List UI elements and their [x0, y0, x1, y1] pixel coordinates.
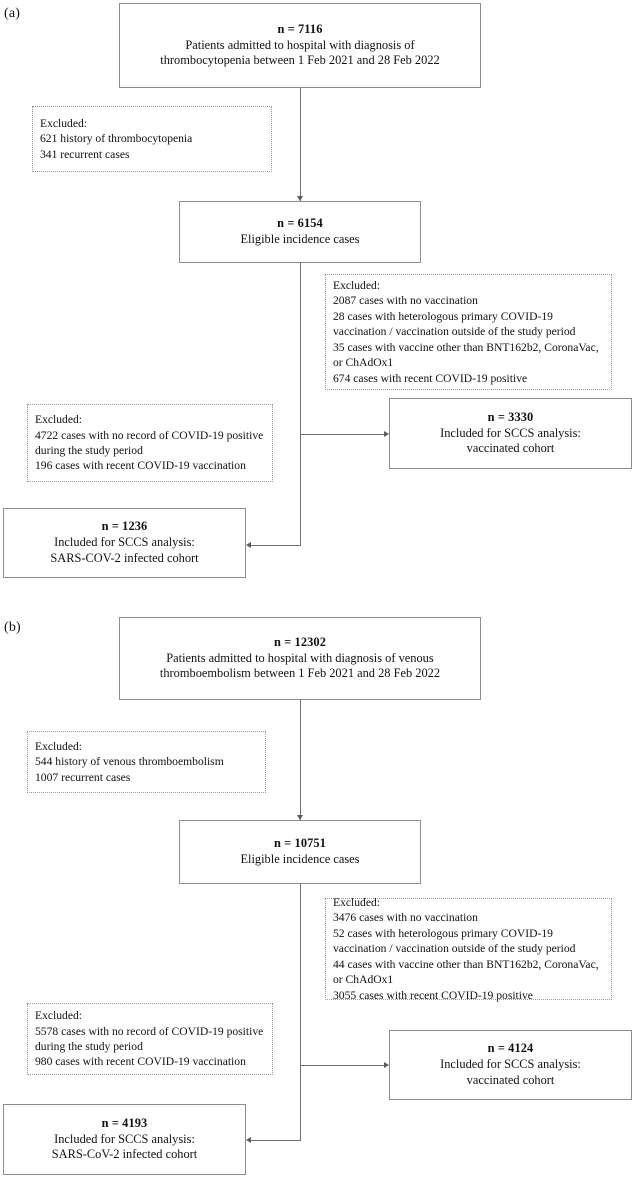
panel-b-connector-trunk	[300, 884, 301, 1140]
panel-b-exclusion-vaccination-line-4: 3055 cases with recent COVID-19 positive	[333, 988, 533, 1002]
panel-a-vaccinated-cohort-box: n = 3330 Included for SCCS analysis: vac…	[389, 398, 632, 469]
panel-b-exclusion-history-heading: Excluded:	[35, 739, 83, 753]
panel-b-arrowhead-vaccinated	[384, 1062, 389, 1068]
panel-b-connector-to-vaccinated	[300, 1065, 385, 1066]
panel-a-arrowhead-eligible	[297, 196, 303, 201]
panel-a-exclusion-vaccination-line-2: 28 cases with heterologous primary COVID…	[333, 309, 576, 339]
panel-a-eligible-cases-box: n = 6154 Eligible incidence cases	[179, 201, 421, 263]
panel-b-infected-count: n = 4193	[101, 1115, 148, 1130]
panel-b-source-population-box: n = 12302 Patients admitted to hospital …	[119, 617, 481, 700]
panel-a-vaccinated-desc-1: Included for SCCS analysis:	[440, 425, 581, 440]
panel-a-exclusion-history-box: Excluded: 621 history of thrombocytopeni…	[32, 106, 272, 172]
panel-a-source-desc-2: thrombocytopenia between 1 Feb 2021 and …	[160, 53, 440, 68]
panel-b-infected-desc-2: SARS-CoV-2 infected cohort	[51, 1147, 198, 1162]
panel-b-eligible-count: n = 10751	[273, 836, 327, 851]
panel-b-source-desc-2: thromboembolism between 1 Feb 2021 and 2…	[159, 666, 441, 681]
panel-a-source-desc-1: Patients admitted to hospital with diagn…	[185, 37, 415, 52]
panel-b-infected-cohort-box: n = 4193 Included for SCCS analysis: SAR…	[3, 1104, 246, 1175]
panel-b-infected-desc-1: Included for SCCS analysis:	[54, 1131, 195, 1146]
panel-a-exclusion-vaccination-heading: Excluded:	[333, 279, 381, 293]
panel-a-infected-desc-2: SARS-COV-2 infected cohort	[50, 550, 199, 565]
panel-b-exclusion-vaccination-heading: Excluded:	[333, 896, 381, 910]
panel-a-exclusion-vaccination-line-4: 674 cases with recent COVID-19 positive	[333, 371, 528, 385]
panel-b-vaccinated-count: n = 4124	[487, 1041, 534, 1056]
panel-b-vaccinated-desc-2: vaccinated cohort	[466, 1072, 555, 1087]
panel-b-exclusion-vaccination-line-1: 3476 cases with no vaccination	[333, 911, 478, 925]
panel-a-exclusion-vaccination-box: Excluded: 2087 cases with no vaccination…	[325, 274, 612, 390]
panel-a-source-population-box: n = 7116 Patients admitted to hospital w…	[119, 3, 481, 88]
panel-b-connector-source-to-eligible	[300, 700, 301, 820]
panel-b-exclusion-vaccination-box: Excluded: 3476 cases with no vaccination…	[325, 896, 612, 1002]
panel-a-arrowhead-vaccinated	[384, 431, 389, 437]
panel-a-exclusion-history-heading: Excluded:	[40, 116, 88, 130]
panel-label-b: (b)	[4, 620, 21, 635]
panel-a-eligible-count: n = 6154	[277, 216, 323, 231]
panel-a-connector-to-vaccinated	[300, 434, 385, 435]
panel-a-exclusion-history-line-1: 621 history of thrombocytopenia	[40, 132, 193, 146]
panel-a-source-count: n = 7116	[277, 21, 323, 36]
panel-b-vaccinated-cohort-box: n = 4124 Included for SCCS analysis: vac…	[389, 1030, 632, 1100]
panel-b-arrowhead-infected	[246, 1137, 251, 1143]
panel-b-eligible-cases-box: n = 10751 Eligible incidence cases	[179, 820, 421, 884]
panel-b-source-count: n = 12302	[273, 634, 327, 649]
panel-a-connector-to-infected	[250, 545, 301, 546]
panel-a-infected-desc-1: Included for SCCS analysis:	[54, 535, 195, 550]
panel-a-vaccinated-desc-2: vaccinated cohort	[466, 441, 555, 456]
panel-b-exclusion-history-line-2: 1007 recurrent cases	[35, 770, 131, 784]
panel-b-exclusion-vaccination-line-2: 52 cases with heterologous primary COVID…	[333, 926, 576, 956]
panel-a-infected-cohort-box: n = 1236 Included for SCCS analysis: SAR…	[3, 508, 246, 578]
panel-a-exclusion-infection-box: Excluded: 4722 cases with no record of C…	[27, 404, 273, 482]
panel-a-exclusion-infection-line-1: 4722 cases with no record of COVID-19 po…	[35, 428, 264, 457]
panel-a-exclusion-infection-heading: Excluded:	[35, 413, 83, 427]
panel-b-exclusion-vaccination-line-3: 44 cases with vaccine other than BNT162b…	[333, 957, 599, 987]
panel-a-connector-trunk	[300, 263, 301, 546]
panel-label-a: (a)	[4, 6, 21, 21]
panel-a-infected-count: n = 1236	[101, 519, 148, 534]
panel-b-exclusion-infection-line-2: 980 cases with recent COVID-19 vaccinati…	[35, 1055, 246, 1069]
panel-b-arrowhead-eligible	[297, 815, 303, 820]
panel-a-exclusion-infection-line-2: 196 cases with recent COVID-19 vaccinati…	[35, 459, 246, 473]
panel-a-eligible-desc-1: Eligible incidence cases	[240, 232, 360, 246]
panel-b-source-desc-1: Patients admitted to hospital with diagn…	[166, 650, 434, 665]
panel-a-arrowhead-infected	[246, 542, 251, 548]
panel-b-exclusion-infection-heading: Excluded:	[35, 1009, 83, 1023]
panel-b-exclusion-history-box: Excluded: 544 history of venous thromboe…	[27, 731, 266, 793]
panel-b-exclusion-history-line-1: 544 history of venous thromboembolism	[35, 755, 224, 769]
panel-a-exclusion-vaccination-line-3: 35 cases with vaccine other than BNT162b…	[333, 340, 599, 370]
panel-b-exclusion-infection-line-1: 5578 cases with no record of COVID-19 po…	[35, 1024, 264, 1053]
panel-b-vaccinated-desc-1: Included for SCCS analysis:	[440, 1057, 581, 1072]
panel-a-connector-source-to-eligible	[300, 88, 301, 201]
panel-b-connector-to-infected	[250, 1140, 301, 1141]
panel-b-eligible-desc-1: Eligible incidence cases	[240, 852, 360, 866]
panel-a-exclusion-vaccination-line-1: 2087 cases with no vaccination	[333, 294, 478, 308]
panel-a-vaccinated-count: n = 3330	[487, 409, 534, 424]
panel-b-exclusion-infection-box: Excluded: 5578 cases with no record of C…	[27, 1003, 273, 1075]
panel-a-exclusion-history-line-2: 341 recurrent cases	[40, 147, 130, 161]
